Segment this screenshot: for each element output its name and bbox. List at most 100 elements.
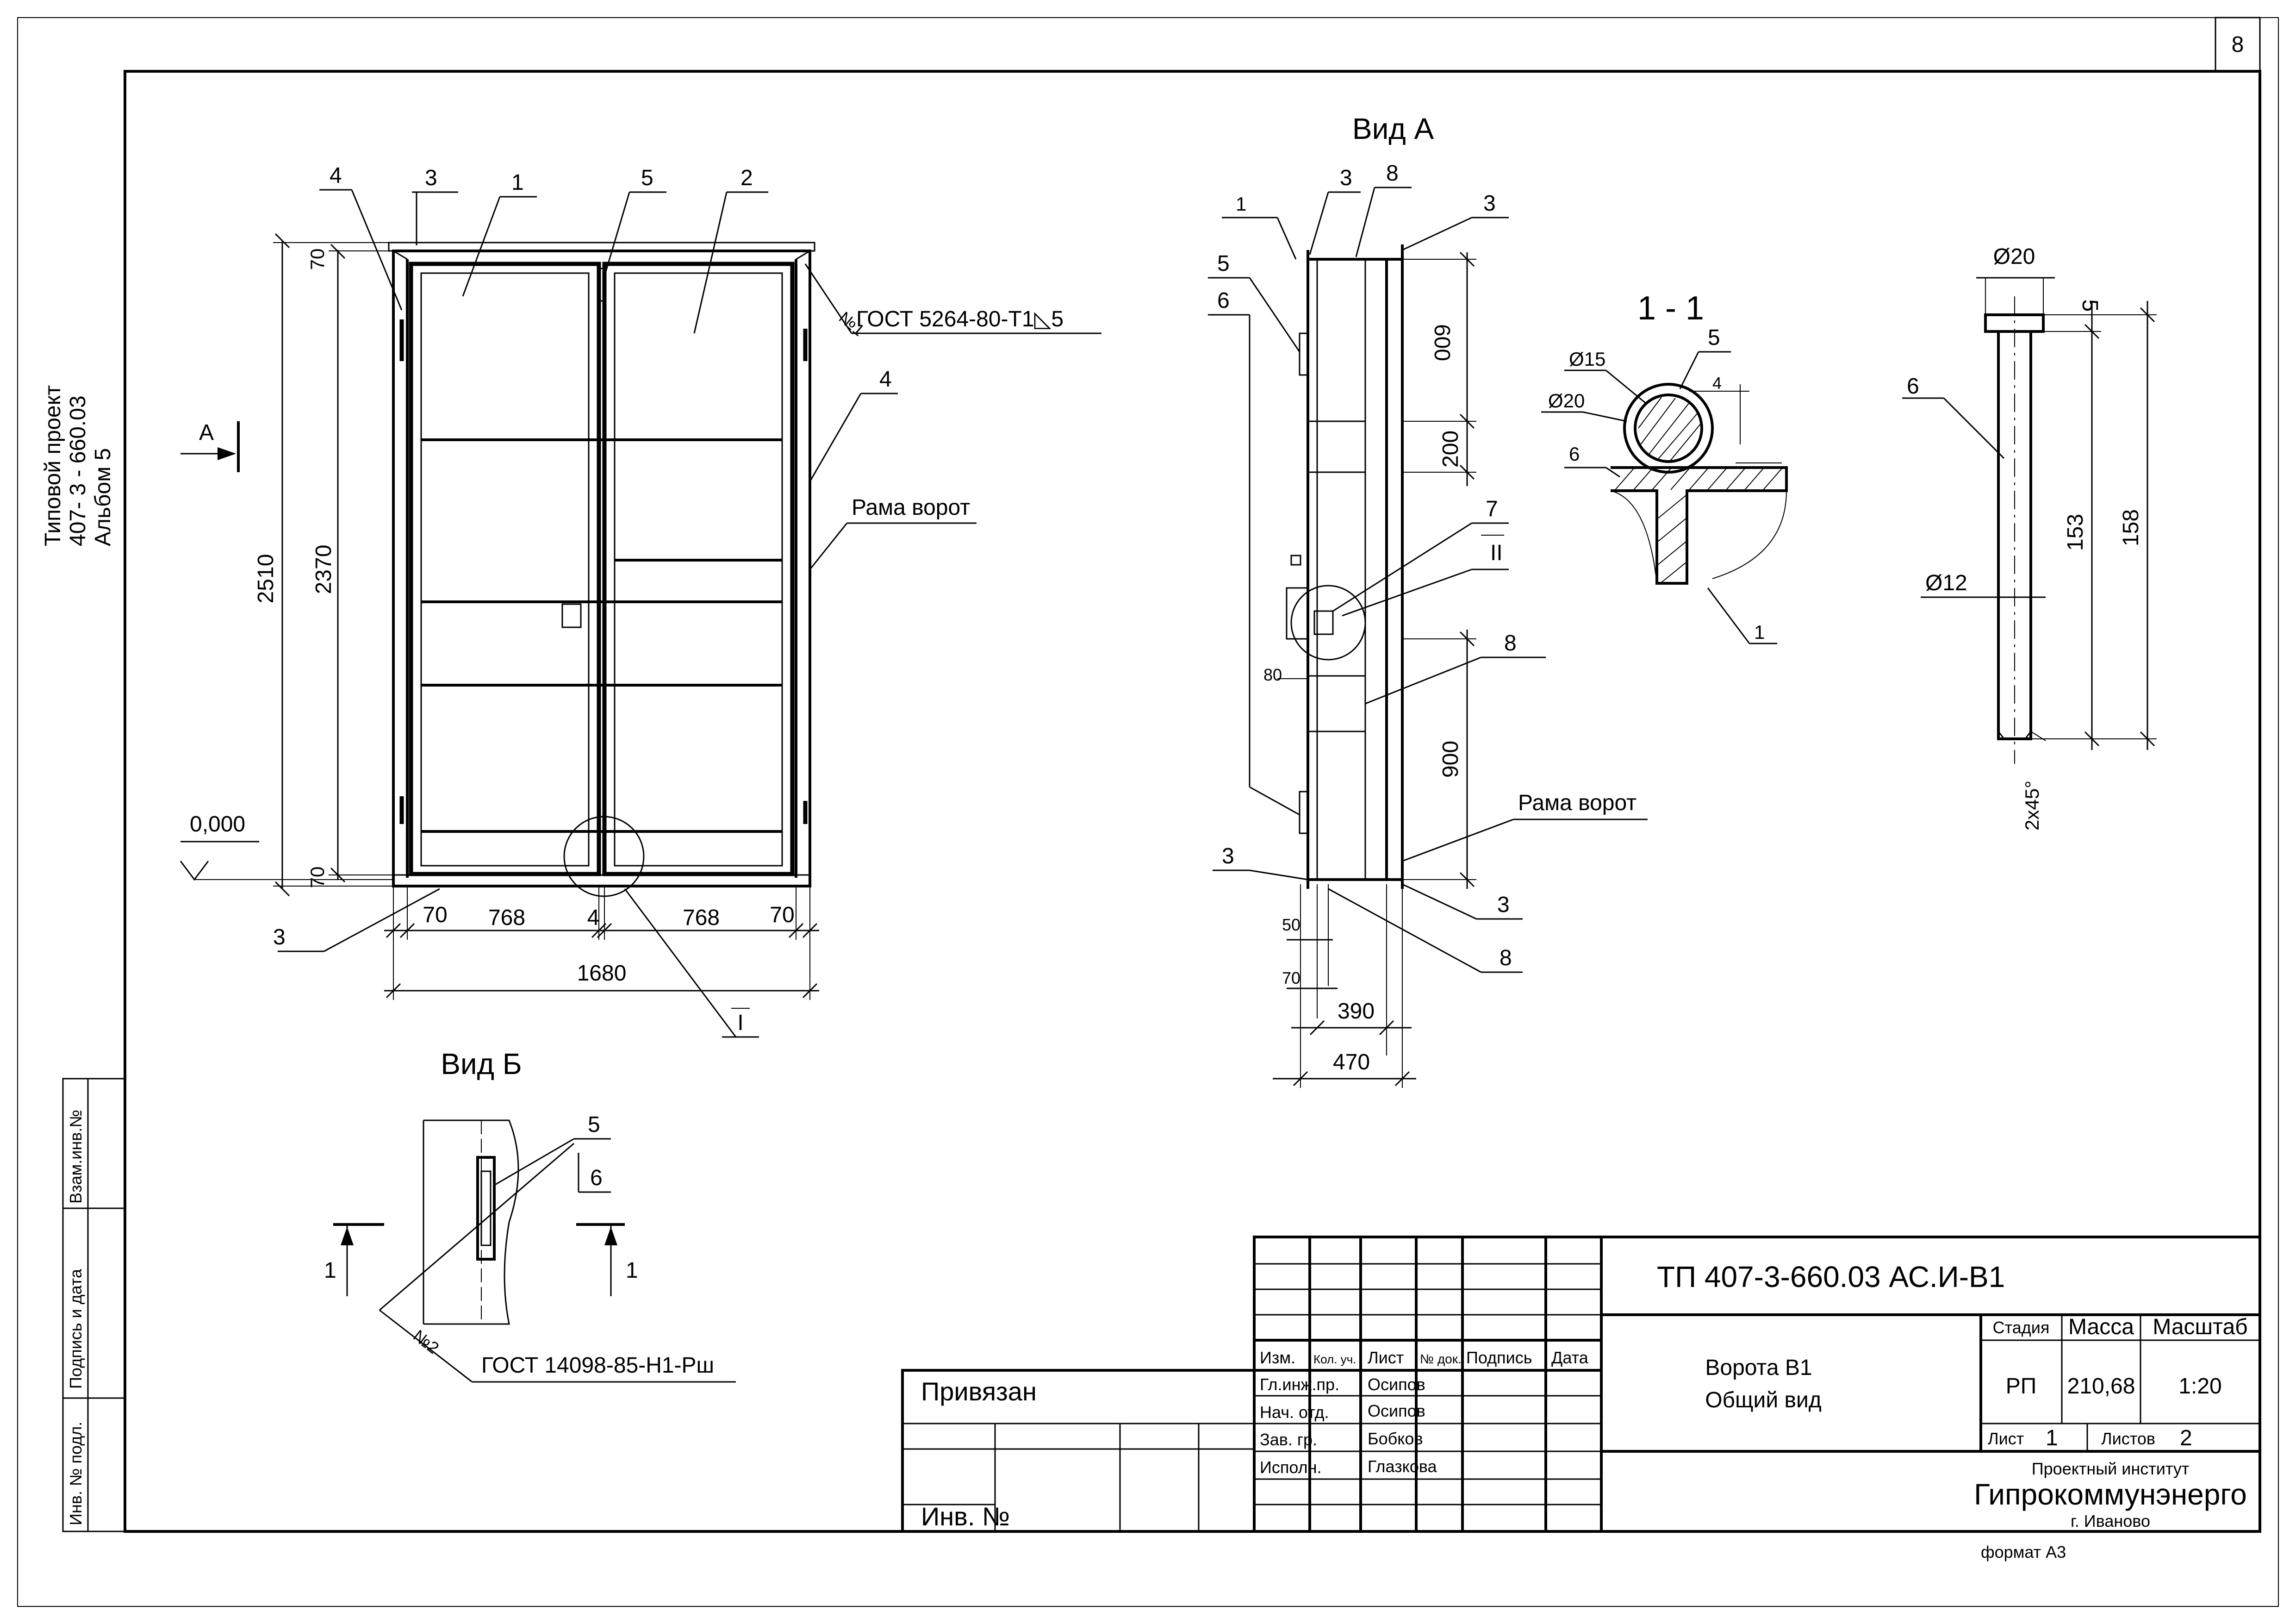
callout-5: 5 bbox=[641, 166, 653, 190]
va-callout-3d: 3 bbox=[1497, 893, 1510, 917]
pin-dim-158: 158 bbox=[2119, 509, 2143, 546]
va-callout-1: 1 bbox=[1236, 193, 1246, 215]
va-callout-8b: 8 bbox=[1504, 631, 1517, 656]
tb-org-3: г. Иваново bbox=[2071, 1512, 2150, 1530]
section-title: 1 - 1 bbox=[1637, 290, 1704, 327]
tb-stage: РП bbox=[2006, 1374, 2037, 1399]
tb-doc-title-1: Ворота В1 bbox=[1705, 1355, 1812, 1380]
vb-callout-6: 6 bbox=[590, 1166, 603, 1190]
vb-weld-note: ГОСТ 14098-85-Н1-Рш bbox=[481, 1353, 714, 1378]
view-b-title: Вид Б bbox=[441, 1047, 522, 1081]
sec-callout-1: 1 bbox=[1754, 621, 1765, 643]
gate-frame bbox=[392, 250, 811, 887]
stamp-line-2: 407- 3 - 660.03 bbox=[66, 395, 90, 546]
va-callout-8a: 8 bbox=[1386, 161, 1399, 186]
callout-4-right: 4 bbox=[879, 367, 892, 392]
hdr-list: Лист bbox=[1368, 1348, 1404, 1367]
view-arrow-A: А bbox=[199, 420, 214, 445]
pin-dim-153: 153 bbox=[2063, 514, 2088, 551]
tb-scale: 1:20 bbox=[2178, 1374, 2221, 1399]
dim-2370: 2370 bbox=[311, 545, 336, 594]
col-vzam: Взам.инв.№ bbox=[66, 1110, 85, 1204]
pin-dim-5: 5 bbox=[2078, 300, 2102, 312]
name-4: Глазкова bbox=[1368, 1457, 1437, 1476]
dim-50: 50 bbox=[1282, 915, 1300, 934]
va-callout-3b: 3 bbox=[1483, 191, 1496, 216]
hdr-podpis: Подпись bbox=[1466, 1348, 1532, 1367]
vb-callout-5: 5 bbox=[588, 1112, 600, 1137]
sec-d20: Ø20 bbox=[1548, 390, 1585, 412]
dim-200: 200 bbox=[1438, 431, 1463, 468]
dim-470: 470 bbox=[1333, 1050, 1370, 1074]
callout-1: 1 bbox=[511, 170, 524, 195]
col-podpis: Подпись и дата bbox=[66, 1268, 85, 1389]
sec-callout-5: 5 bbox=[1708, 325, 1720, 350]
drawing-frame bbox=[124, 70, 2261, 1533]
left-approval-columns: Взам.инв.№ Подпись и дата Инв. № подл. bbox=[62, 1078, 126, 1532]
weld-note-1: ГОСТ 5264-80-Т1◺5 bbox=[856, 307, 1064, 331]
side-project-stamp: Типовой проект 407- 3 - 660.03 Альбом 5 bbox=[41, 385, 115, 546]
name-3: Бобков bbox=[1368, 1429, 1423, 1448]
tb-code: ТП 407-3-660.03 АС.И-В1 bbox=[1657, 1260, 2005, 1293]
role-1: Гл.инж.пр. bbox=[1260, 1375, 1339, 1394]
detail-I-label: I bbox=[737, 1011, 743, 1035]
tb-inv-no: Инв. № bbox=[921, 1502, 1010, 1531]
view-a-title: Вид А bbox=[1352, 112, 1434, 145]
gate-leaf-left bbox=[409, 262, 601, 876]
va-callout-5: 5 bbox=[1217, 251, 1230, 276]
view-b: Вид Б 1 1 5 6 №2 ГОСТ 14098-85-Н1-Рш bbox=[324, 1047, 736, 1383]
va-callout-6: 6 bbox=[1217, 288, 1230, 313]
dim-2510: 2510 bbox=[254, 554, 278, 604]
tb-mass: 210,68 bbox=[2067, 1374, 2135, 1399]
hdr-doc: № док. bbox=[1420, 1352, 1462, 1366]
dim-1680: 1680 bbox=[577, 961, 627, 986]
dim-600: 600 bbox=[1430, 324, 1454, 361]
dim-768-right: 768 bbox=[683, 906, 720, 930]
va-callout-3a: 3 bbox=[1340, 166, 1352, 190]
dim-768-left: 768 bbox=[488, 906, 525, 930]
hdr-kol: Кол. уч. bbox=[1313, 1352, 1356, 1366]
dim-70-top: 70 bbox=[306, 249, 328, 270]
tb-sheets-no: 2 bbox=[2180, 1426, 2192, 1450]
vb-section-mark-left: 1 bbox=[324, 1258, 336, 1283]
callout-2: 2 bbox=[740, 166, 753, 190]
tb-mass-label: Масса bbox=[2068, 1315, 2134, 1339]
va-callout-3c: 3 bbox=[1222, 844, 1234, 868]
tb-org-1: Проектный институт bbox=[2032, 1459, 2189, 1478]
pin-callout-6: 6 bbox=[1907, 374, 1919, 399]
tb-scale-label: Масштаб bbox=[2153, 1315, 2247, 1339]
sheet-format: формат А3 bbox=[1981, 1543, 2066, 1562]
va-detail-II: II bbox=[1490, 541, 1503, 565]
role-4: Исполн. bbox=[1260, 1458, 1322, 1477]
dim-80: 80 bbox=[1263, 665, 1282, 684]
gate-leaf-right bbox=[602, 262, 795, 876]
view-a-leaf bbox=[1307, 258, 1388, 881]
dim-390: 390 bbox=[1338, 999, 1375, 1024]
stamp-line-3: Альбом 5 bbox=[91, 448, 115, 546]
pin-d20: Ø20 bbox=[1993, 244, 2035, 269]
page-number: 8 bbox=[2232, 32, 2244, 57]
front-view: 2510 2370 70 70 70 768 4 768 70 1680 0,0… bbox=[180, 163, 1101, 1038]
role-2: Нач. отд. bbox=[1260, 1403, 1329, 1422]
callout-3-top: 3 bbox=[425, 166, 437, 190]
vb-weld-no: №2 bbox=[410, 1326, 442, 1357]
tb-privyazan: Привязан bbox=[921, 1377, 1037, 1406]
dim-900: 900 bbox=[1438, 741, 1463, 778]
dim-70: 70 bbox=[1282, 968, 1300, 987]
detail-II-circle bbox=[1290, 585, 1366, 661]
lock-box bbox=[561, 603, 582, 628]
dim-4: 4 bbox=[587, 906, 600, 930]
level-mark: 0,000 bbox=[190, 812, 245, 837]
view-a: Вид А 1 3 8 3 5 bbox=[1208, 112, 1648, 1088]
tb-stage-label: Стадия bbox=[1993, 1318, 2050, 1337]
callout-4-top: 4 bbox=[330, 163, 342, 188]
outer-trim-border bbox=[17, 17, 2279, 1607]
frame-label-view-a: Рама ворот bbox=[1518, 791, 1636, 815]
tb-org-2: Гипрокоммунэнерго bbox=[1974, 1478, 2247, 1511]
va-callout-7: 7 bbox=[1486, 497, 1498, 521]
va-callout-8c: 8 bbox=[1500, 946, 1512, 970]
pin-chamfer: 2x45° bbox=[2021, 781, 2043, 831]
pin-detail: Ø20 5 153 158 6 Ø12 2x45° bbox=[1902, 244, 2157, 831]
name-2: Осипов bbox=[1368, 1401, 1425, 1420]
dim-70-right: 70 bbox=[770, 903, 794, 927]
